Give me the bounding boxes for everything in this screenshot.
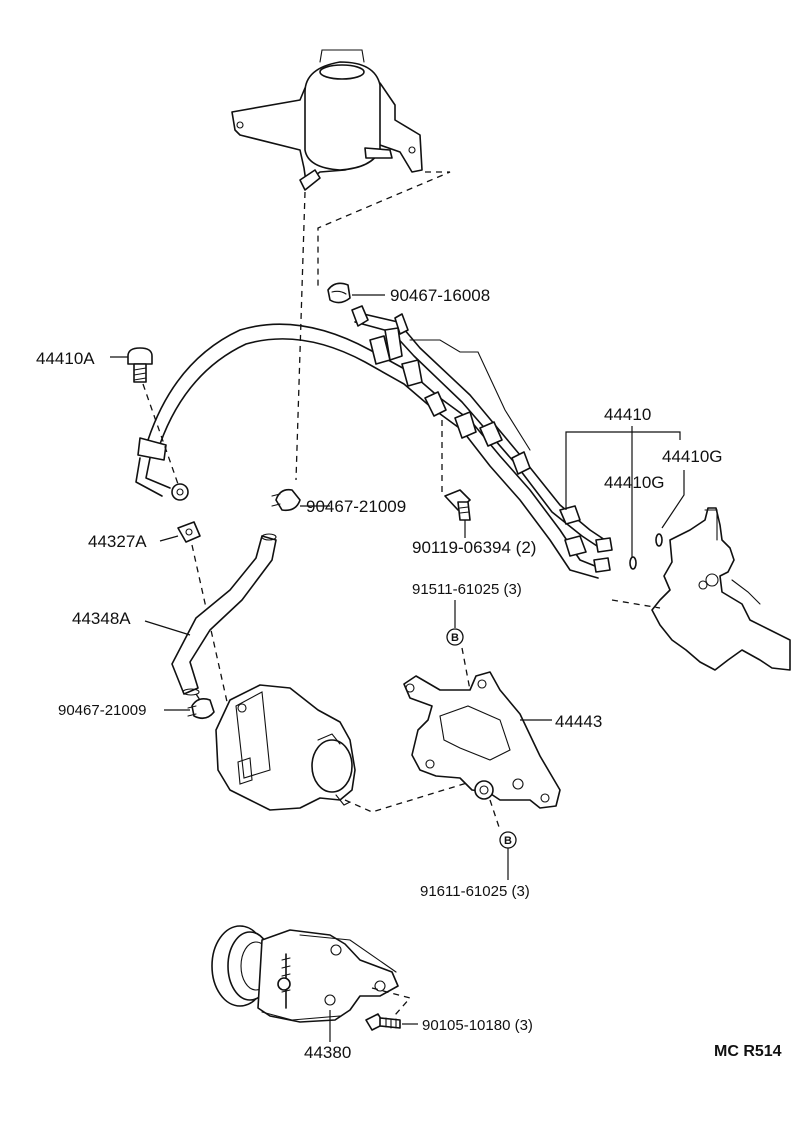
clamp-90467-16008 (327, 282, 351, 304)
suction-hose-44348A (171, 533, 277, 696)
reservoir-leader-a (295, 191, 306, 481)
clamp-90467-21009-upper (271, 488, 301, 512)
label-44380: 44380 (304, 1043, 351, 1062)
label-90105-10180: 90105-10180 (3) (422, 1017, 533, 1034)
drawing-code: MC R514 (714, 1043, 782, 1060)
nut-leader-upper (461, 647, 471, 691)
bolt-90119-06394 (444, 489, 471, 521)
callout-b-upper: B (446, 628, 464, 646)
label-44410A: 44410A (36, 349, 95, 368)
label-91511-61025: 91511-61025 (3) (412, 581, 522, 598)
label-44410G-a: 44410G (662, 447, 723, 466)
label-90119-06394: 90119-06394 (2) (412, 538, 536, 557)
label-44410G-b: 44410G (604, 473, 665, 492)
union-bolt-44410A (127, 347, 153, 383)
pump-pulley-assembly-44380 (211, 925, 399, 1023)
bolt-90105-10180 (365, 1013, 401, 1031)
steering-gear-housing (651, 507, 791, 671)
label-44443: 44443 (555, 712, 602, 731)
label-44348A: 44348A (72, 609, 131, 628)
bolt-leader (142, 383, 179, 485)
clamp-44327A (177, 521, 201, 543)
reservoir-tank (231, 49, 423, 191)
callout-b-lower: B (499, 831, 517, 849)
bolt-leader-3 (371, 987, 412, 1016)
label-44327A: 44327A (88, 532, 147, 551)
reservoir-leader-b (317, 171, 451, 290)
o-ring-a (629, 556, 637, 570)
hose-leader (195, 693, 201, 701)
svg-text:B: B (504, 835, 512, 847)
pump-to-bracket-leader (344, 781, 471, 813)
o-ring-b (655, 533, 663, 547)
label-91611-61025: 91611-61025 (3) (420, 883, 530, 900)
label-90467-21009-lower: 90467-21009 (58, 702, 146, 719)
label-90467-16008: 90467-16008 (390, 286, 490, 305)
power-steering-pump (215, 684, 356, 811)
gear-rack-extension (611, 599, 661, 609)
svg-text:B: B (451, 632, 459, 644)
clamp-90467-21009-lower (187, 698, 215, 720)
label-44410: 44410 (604, 405, 651, 424)
clamp-leader (191, 544, 241, 761)
nut-leader-lower (489, 799, 501, 831)
bracket-44443 (403, 671, 561, 809)
label-90467-21009-upper: 90467-21009 (306, 497, 406, 516)
pressure-hose (135, 323, 613, 579)
